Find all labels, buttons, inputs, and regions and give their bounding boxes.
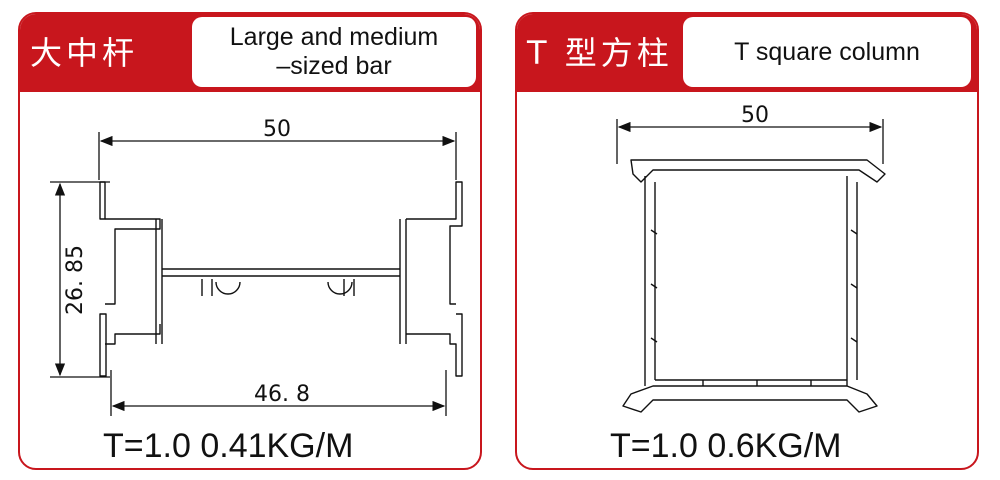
t-square-column-card: T 型方柱 T square column 50: [515, 12, 979, 470]
dimension-side-label: 26. 85: [63, 245, 88, 315]
title-english-box: Large and medium –sized bar: [192, 17, 476, 87]
dimension-top-label: 50: [263, 117, 291, 142]
dimension-top: [616, 119, 884, 164]
column-profile-outline: [622, 159, 886, 413]
bar-profile-drawing: 50 26. 85 46. 8: [50, 117, 463, 416]
spec-label: T=1.0 0.6KG/M: [610, 427, 842, 465]
title-english: Large and medium –sized bar: [229, 23, 439, 80]
dimension-bottom-label: 46. 8: [254, 382, 310, 407]
title-english: T square column: [734, 37, 920, 66]
spec-label: T=1.0 0.41KG/M: [103, 427, 354, 465]
title-chinese: 大中杆: [30, 34, 139, 72]
card-header: 大中杆 Large and medium –sized bar: [20, 14, 480, 92]
title-chinese: T 型方柱: [527, 34, 673, 72]
large-medium-bar-card: 大中杆 Large and medium –sized bar 50 26. 8…: [18, 12, 482, 470]
dimension-top-label: 50: [741, 103, 769, 128]
dimension-bottom: [110, 370, 447, 416]
bar-profile-outline: [99, 181, 463, 377]
column-profile-drawing: 50: [616, 103, 886, 413]
title-english-box: T square column: [683, 17, 971, 87]
dimension-top: [98, 132, 457, 180]
card-header: T 型方柱 T square column: [517, 14, 977, 92]
